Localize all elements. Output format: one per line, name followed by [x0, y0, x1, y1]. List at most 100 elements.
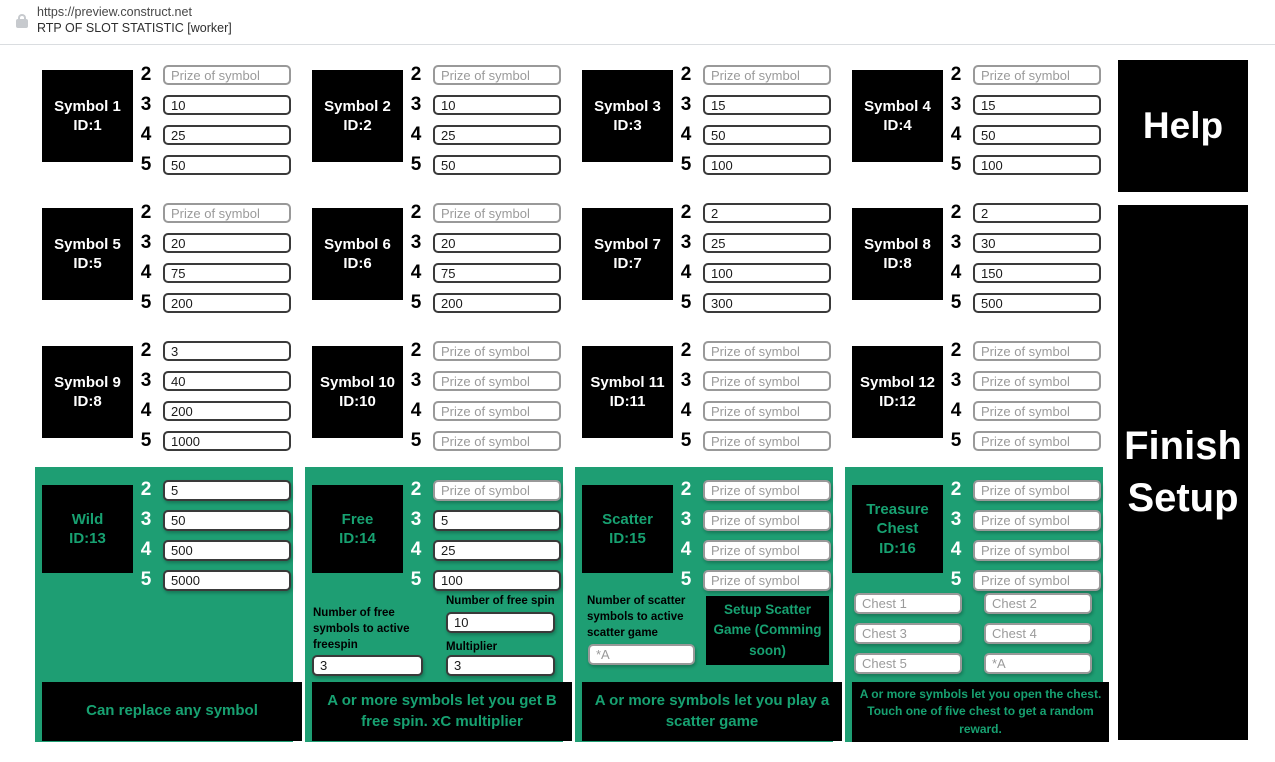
- symbol-2-prize-5-input[interactable]: [433, 155, 561, 175]
- treasure-prize-4-input[interactable]: [973, 539, 1101, 561]
- free-prize-5-input[interactable]: [433, 569, 561, 591]
- symbol-panel-3: Symbol 3ID:3 2 3 4 5: [575, 60, 833, 178]
- symbol-10-prize-2-input[interactable]: [433, 341, 561, 361]
- symbol-7-prize-2-input[interactable]: [703, 203, 831, 223]
- scatter-prize-4-input[interactable]: [703, 539, 831, 561]
- symbol-6-prize-2-input[interactable]: [433, 203, 561, 223]
- free-prize-2-input[interactable]: [433, 479, 561, 501]
- chest-5-input[interactable]: [854, 653, 962, 674]
- symbol-10-prize-5-input[interactable]: [433, 431, 561, 451]
- free-prize-3-input[interactable]: [433, 509, 561, 531]
- symbol-9-prize-2-input[interactable]: [163, 341, 291, 361]
- chest-4-input[interactable]: [984, 623, 1092, 644]
- treasure-prize-5-input[interactable]: [973, 569, 1101, 591]
- match-count-label: 5: [140, 154, 152, 175]
- wild-prize-3-input[interactable]: [163, 509, 291, 531]
- match-count-label: 4: [680, 400, 692, 421]
- treasure-active-count-input[interactable]: [984, 653, 1092, 674]
- match-count-label: 2: [680, 202, 692, 223]
- symbol-4-prize-5-input[interactable]: [973, 155, 1101, 175]
- symbol-3-prize-3-input[interactable]: [703, 95, 831, 115]
- symbol-1-prize-5-input[interactable]: [163, 155, 291, 175]
- scatter-active-count-input[interactable]: [588, 644, 695, 665]
- symbol-3-prize-2-input[interactable]: [703, 65, 831, 85]
- symbol-10-prize-4-input[interactable]: [433, 401, 561, 421]
- free-spins-count-input[interactable]: [446, 612, 555, 633]
- match-count-label: 2: [950, 479, 962, 500]
- help-button[interactable]: Help: [1118, 60, 1248, 192]
- symbol-5-prize-4-input[interactable]: [163, 263, 291, 283]
- treasure-prize-2-input[interactable]: [973, 479, 1101, 501]
- symbol-id: ID:8: [883, 255, 912, 272]
- symbol-7-prize-4-input[interactable]: [703, 263, 831, 283]
- match-count-label: 3: [140, 232, 152, 253]
- treasure-prize-3-input[interactable]: [973, 509, 1101, 531]
- setup-scatter-game-button[interactable]: Setup Scatter Game (Comming soon): [706, 596, 829, 665]
- finish-setup-button[interactable]: Finish Setup: [1118, 205, 1248, 740]
- symbol-5-prize-3-input[interactable]: [163, 233, 291, 253]
- symbol-7-prize-3-input[interactable]: [703, 233, 831, 253]
- symbol-6-prize-5-input[interactable]: [433, 293, 561, 313]
- symbol-id: ID:4: [883, 117, 912, 134]
- symbol-11-prize-5-input[interactable]: [703, 431, 831, 451]
- symbol-12-prize-3-input[interactable]: [973, 371, 1101, 391]
- match-count-label: 4: [410, 400, 422, 421]
- symbol-11-prize-2-input[interactable]: [703, 341, 831, 361]
- scatter-prize-2-input[interactable]: [703, 479, 831, 501]
- symbol-5-prize-5-input[interactable]: [163, 293, 291, 313]
- chest-2-input[interactable]: [984, 593, 1092, 614]
- symbol-1-prize-2-input[interactable]: [163, 65, 291, 85]
- symbol-8-prize-3-input[interactable]: [973, 233, 1101, 253]
- symbol-9-prize-5-input[interactable]: [163, 431, 291, 451]
- wild-prize-2-input[interactable]: [163, 479, 291, 501]
- symbol-2-prize-3-input[interactable]: [433, 95, 561, 115]
- symbol-4-prize-4-input[interactable]: [973, 125, 1101, 145]
- symbol-9-prize-3-input[interactable]: [163, 371, 291, 391]
- match-count-label: 4: [680, 262, 692, 283]
- symbol-5-prize-2-input[interactable]: [163, 203, 291, 223]
- symbol-name: Symbol 2: [324, 97, 391, 115]
- symbol-6-prize-4-input[interactable]: [433, 263, 561, 283]
- symbol-11-prize-4-input[interactable]: [703, 401, 831, 421]
- symbol-12-prize-4-input[interactable]: [973, 401, 1101, 421]
- free-active-count-input[interactable]: [312, 655, 423, 676]
- scatter-prize-3-input[interactable]: [703, 509, 831, 531]
- symbol-4-prize-3-input[interactable]: [973, 95, 1101, 115]
- symbol-6-prize-3-input[interactable]: [433, 233, 561, 253]
- symbol-2-prize-2-input[interactable]: [433, 65, 561, 85]
- free-prize-4-input[interactable]: [433, 539, 561, 561]
- symbol-4-prize-2-input[interactable]: [973, 65, 1101, 85]
- symbol-1-prize-3-input[interactable]: [163, 95, 291, 115]
- symbol-7-prize-5-input[interactable]: [703, 293, 831, 313]
- symbol-12-prize-2-input[interactable]: [973, 341, 1101, 361]
- symbol-3-prize-5-input[interactable]: [703, 155, 831, 175]
- symbol-11-prize-3-input[interactable]: [703, 371, 831, 391]
- wild-prize-5-input[interactable]: [163, 569, 291, 591]
- free-multiplier-input[interactable]: [446, 655, 555, 676]
- scatter-prize-5-input[interactable]: [703, 569, 831, 591]
- symbol-1-prize-4-input[interactable]: [163, 125, 291, 145]
- match-count-label: 4: [410, 124, 422, 145]
- symbol-8-prize-5-input[interactable]: [973, 293, 1101, 313]
- symbol-8-prize-4-input[interactable]: [973, 263, 1101, 283]
- symbol-9-prize-4-input[interactable]: [163, 401, 291, 421]
- match-count-label: 3: [680, 509, 692, 530]
- symbol-10-prize-3-input[interactable]: [433, 371, 561, 391]
- symbol-12-prize-5-input[interactable]: [973, 431, 1101, 451]
- chest-3-input[interactable]: [854, 623, 962, 644]
- match-count-label: 5: [950, 569, 962, 590]
- chest-1-input[interactable]: [854, 593, 962, 614]
- wild-prize-4-input[interactable]: [163, 539, 291, 561]
- symbol-panel-8: Symbol 8ID:8 2 3 4 5: [845, 198, 1103, 316]
- match-count-label: 4: [140, 400, 152, 421]
- symbol-3-prize-4-input[interactable]: [703, 125, 831, 145]
- symbol-2-prize-4-input[interactable]: [433, 125, 561, 145]
- match-count-label: 3: [950, 232, 962, 253]
- match-count-label: 2: [140, 340, 152, 361]
- symbol-8-prize-2-input[interactable]: [973, 203, 1101, 223]
